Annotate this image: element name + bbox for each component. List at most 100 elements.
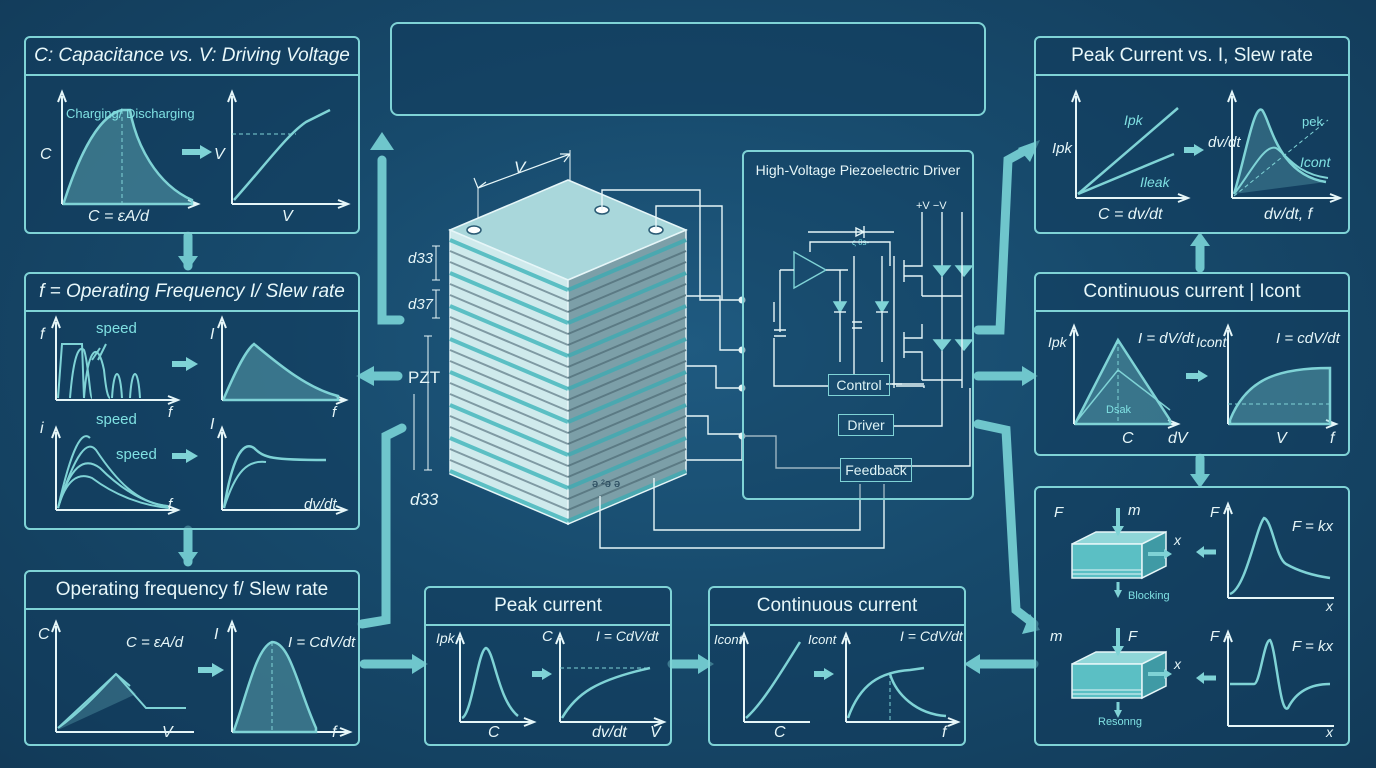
mass-label-1: m	[1128, 502, 1141, 519]
panel-continuous-current: Continuous current Icont Icont I = CdV/d…	[708, 586, 966, 746]
dvdt-f-x-label: dv/dt, f	[1264, 206, 1313, 223]
driver-box: High-Voltage Piezoelectric Driver +V −V …	[742, 150, 974, 500]
pek-label: pek	[1302, 114, 1323, 129]
d33-bottom-label: d33	[410, 490, 439, 509]
stack-bottom-marks: ə ²ə ə	[592, 478, 621, 490]
i-formula: I = CdV/dt	[288, 634, 356, 651]
control-block: Control	[828, 374, 890, 396]
stack-layer-line	[449, 283, 569, 335]
x-label-2: x	[1174, 656, 1181, 672]
ipk-y-label: Ipk	[1048, 334, 1067, 350]
driver-schematic	[773, 212, 972, 467]
peakvs-formula: C = dv/dt	[1098, 206, 1163, 223]
stack-layer-line	[449, 459, 569, 511]
speed-label-1: speed	[96, 320, 137, 337]
terminal-mid	[594, 205, 610, 215]
stack-layer-line	[449, 426, 569, 478]
d33-top-label: d33	[408, 250, 434, 267]
arrow-driver-to-force	[973, 419, 1039, 629]
stack-layer-line	[449, 448, 569, 500]
icont-y-label: Icont	[1196, 334, 1227, 350]
panel-title: Operating frequency f/ Slew rate	[26, 572, 358, 610]
panel-title: f = Operating Frequency I/ Slew rate	[26, 274, 358, 312]
stack-layer-line	[449, 271, 569, 325]
mass-label-2: m	[1050, 628, 1063, 645]
cap-formula: C = εA/d	[88, 208, 149, 225]
inner-label: Dsak	[1106, 404, 1132, 416]
driver-block: Driver	[838, 414, 894, 436]
cap-y-label: C	[40, 146, 52, 163]
opfreq-charts	[51, 619, 353, 737]
stack-layer-line	[567, 349, 687, 401]
panel-opfreq: Operating frequency f/ Slew rate C I V f…	[24, 570, 360, 746]
stack-layer-line	[449, 382, 569, 434]
ipk-y-label: Ipk	[436, 630, 455, 646]
dvdt-x-label: dv/dt	[304, 496, 337, 513]
stack-layer-line	[449, 304, 569, 358]
panel-force: F m x Blocking F F = kx x m F x Resonng …	[1034, 486, 1350, 746]
force-label-2: F	[1128, 628, 1138, 645]
arrow-stack-to-cap	[377, 155, 405, 325]
blocking-label: Blocking	[1128, 590, 1170, 602]
stack-layer-line	[449, 238, 569, 292]
ipk-line-label: Ipk	[1124, 112, 1143, 128]
arrowhead	[370, 132, 394, 150]
eq-2: F = kx	[1292, 638, 1333, 655]
force-axis-2: F	[1210, 628, 1220, 645]
i-y-label-2: i	[40, 420, 44, 437]
f-x-label: f	[1330, 430, 1335, 447]
c-formula: C = εA/d	[126, 634, 184, 651]
stack-layer-line	[449, 403, 569, 457]
stack-layer-line	[449, 436, 569, 490]
freq-x-label-2: f	[332, 404, 337, 421]
panel-peak-current: Peak current Ipk C I = CdV/dt C dv/dt V	[424, 586, 672, 746]
panel-title: Continuous current	[710, 588, 964, 626]
peakvs-charts	[1071, 89, 1343, 203]
cont-charts	[739, 631, 961, 727]
freq-charts	[51, 315, 349, 515]
dv-x-label: dV	[1168, 430, 1188, 447]
driver-title: High-Voltage Piezoelectric Driver	[755, 162, 961, 178]
speed-label-2: speed	[96, 411, 137, 428]
rails-label: +V −V	[916, 200, 947, 212]
panel-title: Continuous current | Icont	[1036, 274, 1348, 312]
f-x-label: f	[332, 724, 337, 741]
stack-layer-line	[567, 337, 687, 391]
cont-formula: I = CdV/dt	[900, 628, 963, 644]
formula-1: I = dV/dt	[1138, 330, 1195, 347]
c-x-label: C	[488, 724, 500, 741]
stack-layer-line	[449, 316, 569, 368]
force-label-1: F	[1054, 504, 1064, 521]
x-axis-2: x	[1326, 724, 1333, 740]
i-y-label: I	[210, 326, 215, 343]
voltage-curve	[233, 108, 331, 201]
stack-layer-line	[449, 393, 569, 445]
panel-continuous-right: Continuous current | Icont Ipk I = dV/dt…	[1034, 272, 1350, 456]
formula-2: I = cdV/dt	[1276, 330, 1340, 347]
charging-curve	[62, 108, 194, 206]
stack-layer-line	[449, 469, 569, 523]
contright-charts	[1069, 323, 1339, 429]
peak-formula: I = CdV/dt	[596, 628, 659, 644]
ipk-y-label: Ipk	[1052, 140, 1073, 157]
arrow-stack-to-opfreq	[357, 423, 407, 629]
v-x-label: V	[1276, 430, 1287, 447]
d37-label: d37	[408, 296, 434, 313]
dvdt-x-label: dv/dt	[592, 724, 627, 741]
icont-y-label-2: Icont	[808, 632, 837, 647]
stack-layer-line	[449, 349, 569, 401]
stack-v-label: V	[514, 158, 526, 177]
stack-layer-line	[449, 327, 569, 379]
cap-charts	[57, 89, 351, 209]
peak-charts	[455, 631, 667, 727]
blocking-block	[1071, 508, 1172, 598]
stack-layer-line	[567, 316, 687, 368]
icont-label: Icont	[1300, 154, 1331, 170]
stack-layer-line	[567, 436, 687, 490]
c-y-label: C	[38, 626, 50, 643]
c-y-label: C	[542, 628, 553, 645]
resonant-label: Resonng	[1098, 716, 1143, 728]
force-charts	[1071, 501, 1334, 727]
stack-layer-line	[567, 360, 687, 412]
